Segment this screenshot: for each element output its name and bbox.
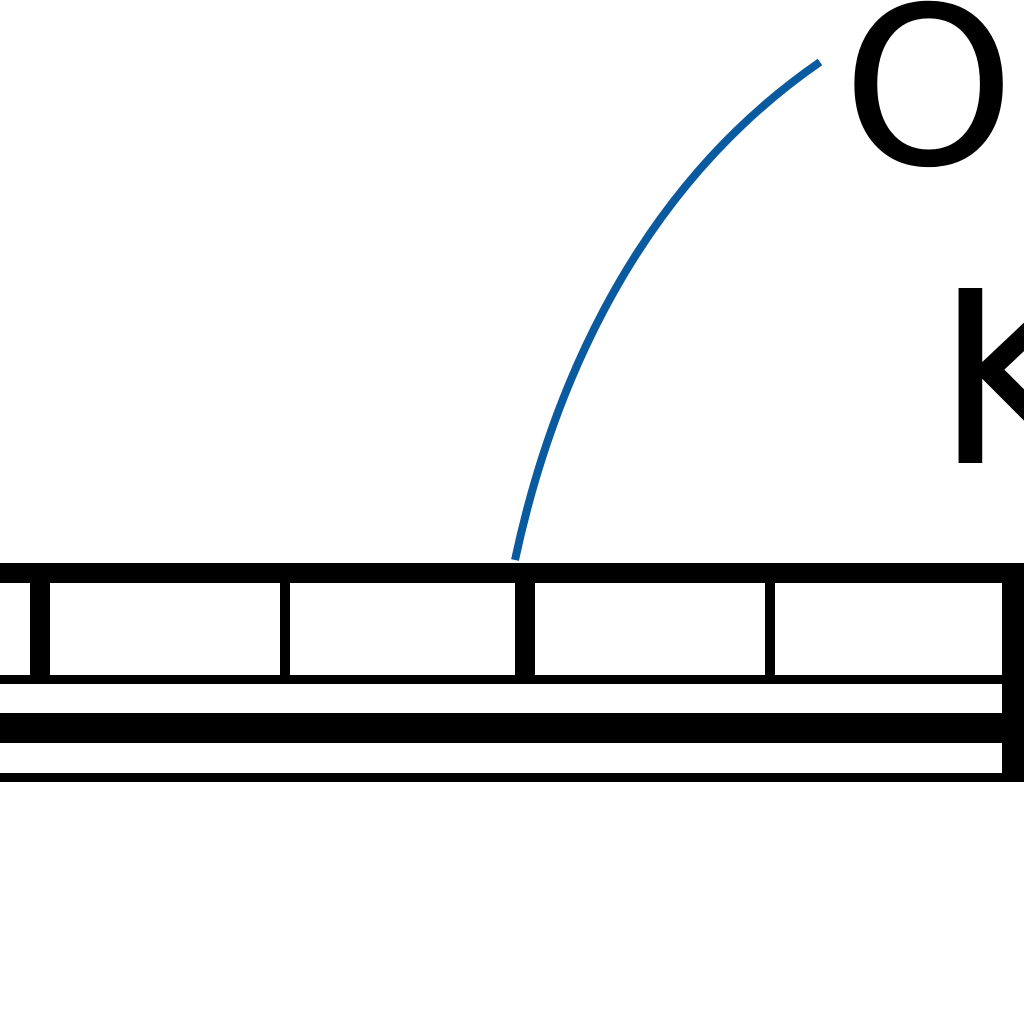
scale-tick [765,583,775,675]
label-o: O [842,0,1015,216]
scale-tick [30,583,50,675]
label-k: K [935,240,1024,520]
scale-bar-bottom-line [0,773,1024,782]
curved-arc [511,58,823,561]
scale-bar-thick-band [0,713,1024,743]
scale-tick [515,583,535,675]
scale-bar-lower-thin-line [0,675,1024,684]
scale-bar [0,563,1024,782]
scale-bar-top-edge [0,563,1024,583]
scale-tick [280,583,290,675]
